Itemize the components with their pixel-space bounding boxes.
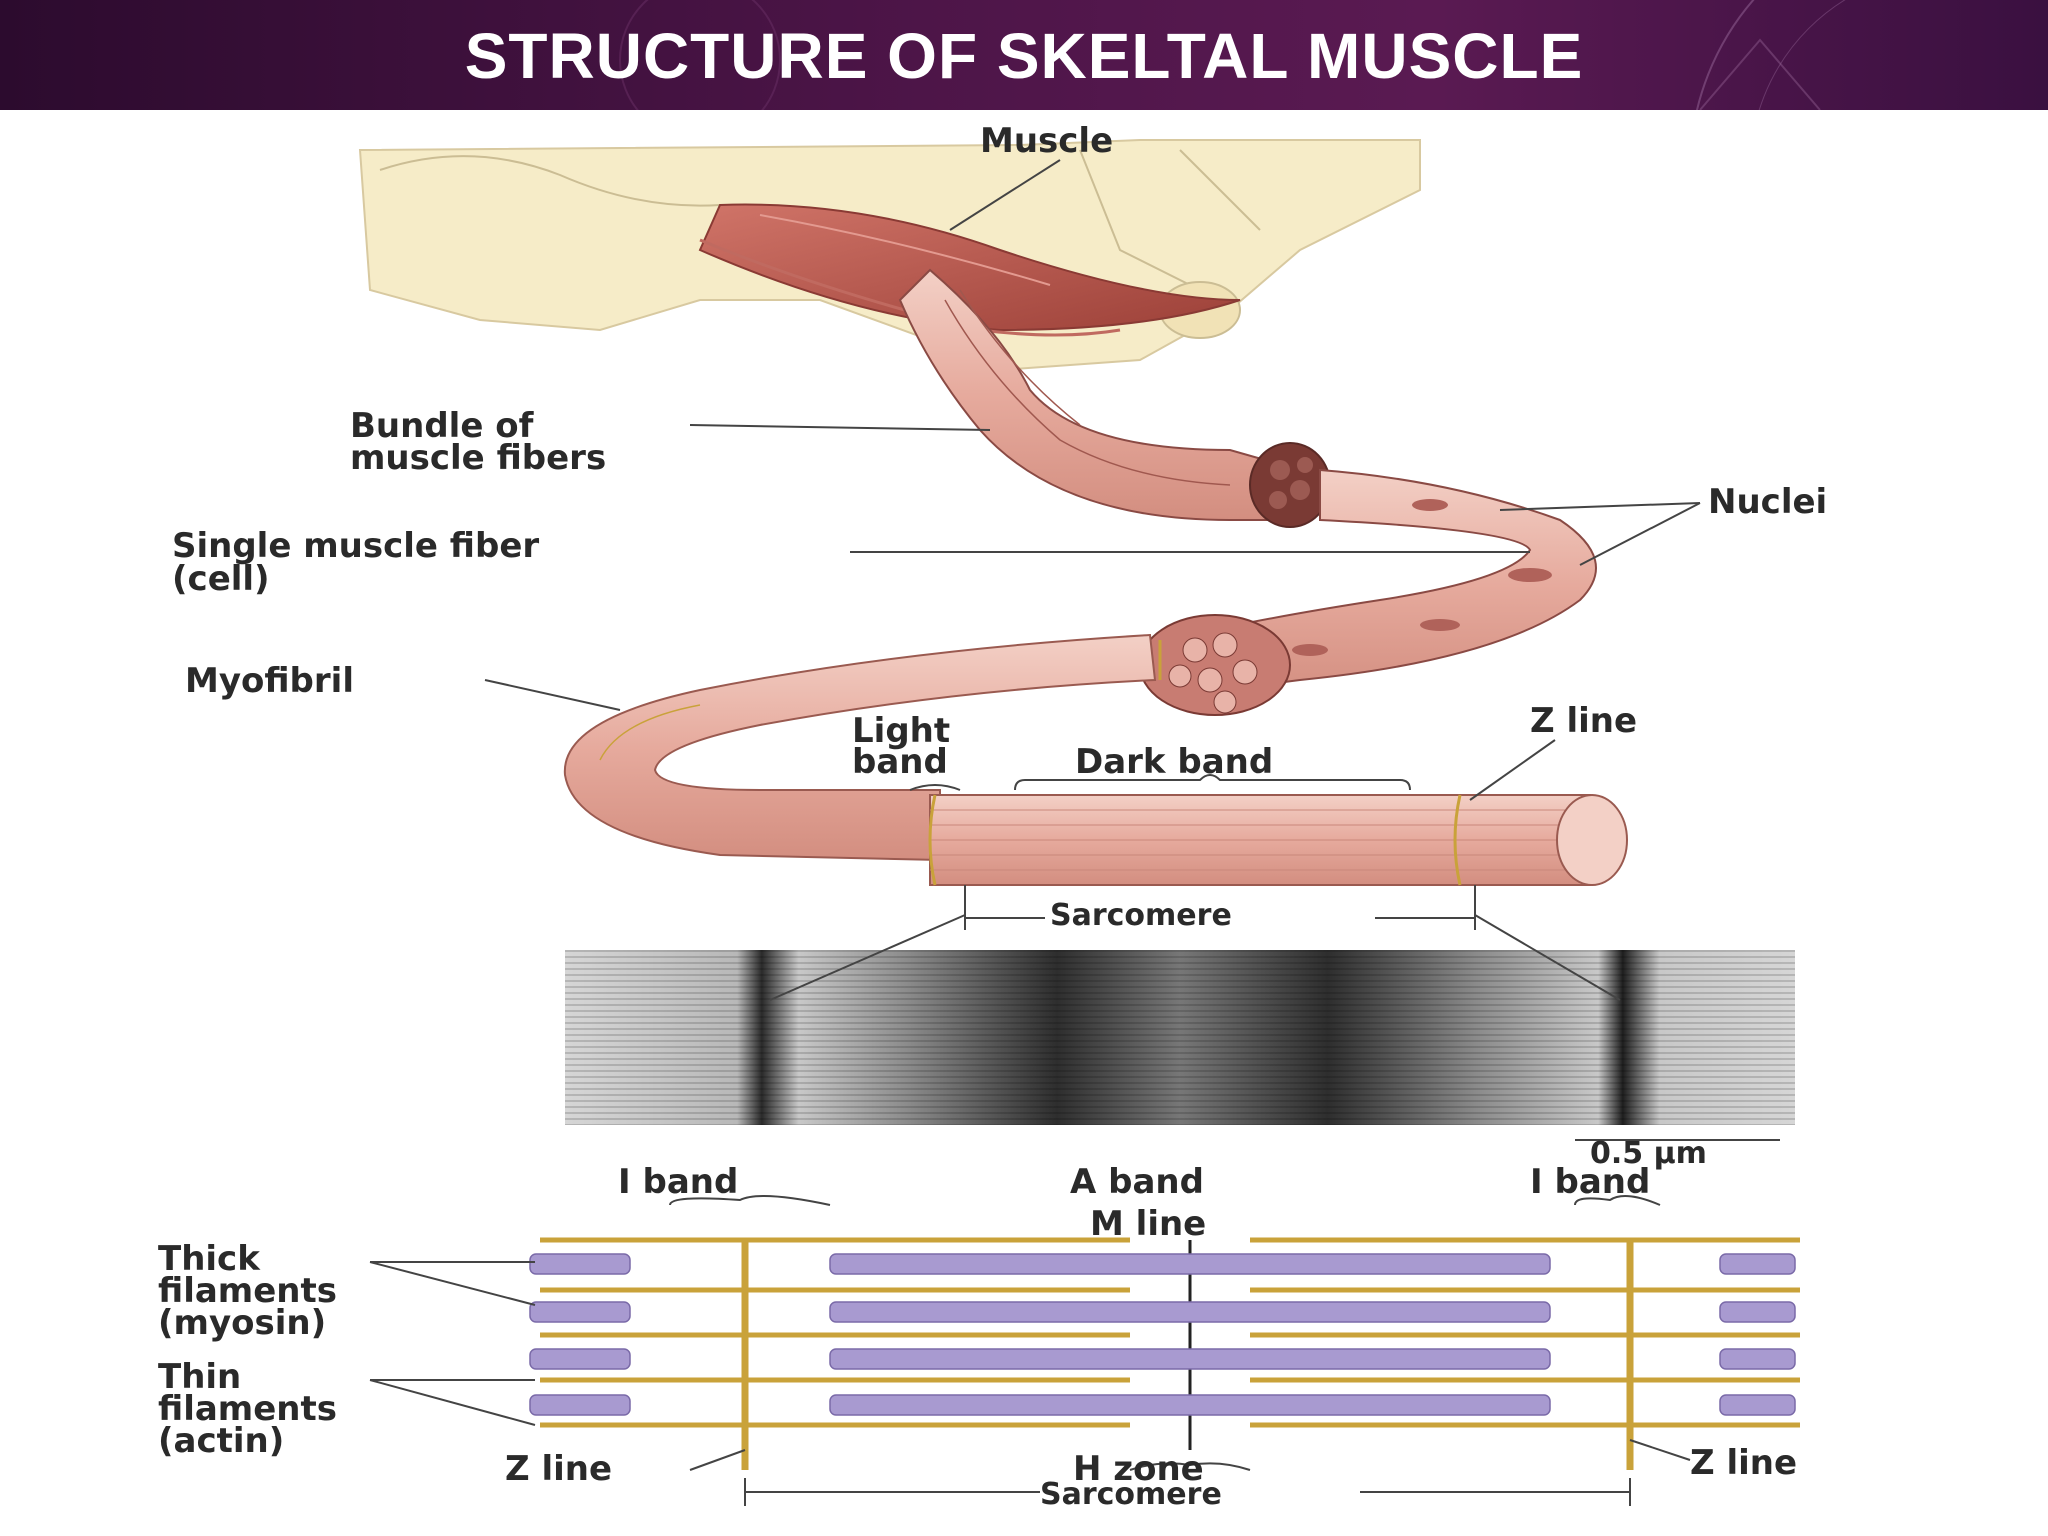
label-bundle-line2: muscle fibers <box>350 438 606 478</box>
electron-micrograph <box>565 950 1795 1125</box>
title-banner: STRUCTURE OF SKELTAL MUSCLE <box>0 0 2048 110</box>
label-scale-bar: 0.5 µm <box>1590 1136 1707 1171</box>
diagram-labels: Muscle Bundle of muscle fibers Nuclei Si… <box>158 121 1827 1512</box>
slide-title: STRUCTURE OF SKELTAL MUSCLE <box>464 20 1584 92</box>
single-fiber <box>1139 468 1597 716</box>
leader-lines <box>369 159 1780 1506</box>
label-single-fiber-line1: Single muscle fiber <box>172 526 539 566</box>
label-thin-line1: Thin <box>158 1357 241 1397</box>
label-nuclei: Nuclei <box>1708 482 1827 522</box>
banner-decoration <box>619 0 1846 110</box>
label-dark-band: Dark band <box>1075 742 1273 782</box>
label-thick-line1: Thick <box>158 1239 261 1279</box>
fiber-bundle <box>898 268 1331 528</box>
label-i-band-right: I band <box>1530 1162 1650 1202</box>
label-z-line-right: Z line <box>1690 1443 1797 1483</box>
label-light-band-line1: Light <box>852 711 950 751</box>
label-thin-line3: (actin) <box>158 1421 284 1461</box>
label-light-band-line2: band <box>852 742 948 782</box>
label-h-zone: H zone <box>1073 1449 1204 1489</box>
label-sarcomere-top: Sarcomere <box>1050 898 1232 933</box>
label-i-band-left: I band <box>618 1162 738 1202</box>
label-z-line-left: Z line <box>505 1449 612 1489</box>
label-single-fiber-line2: (cell) <box>172 559 270 599</box>
label-a-band: A band <box>1070 1162 1204 1202</box>
label-bundle-line1: Bundle of <box>350 406 535 446</box>
label-myofibril: Myofibril <box>185 661 354 701</box>
filament-schematic <box>529 1237 1800 1470</box>
label-muscle: Muscle <box>980 121 1113 161</box>
muscle-structure-diagram: Muscle Bundle of muscle fibers Nuclei Si… <box>158 121 1827 1512</box>
label-thin-line2: filaments <box>158 1389 337 1429</box>
label-z-line-top: Z line <box>1530 701 1637 741</box>
myofibril-cylinder <box>928 794 1628 886</box>
label-thick-line3: (myosin) <box>158 1303 326 1343</box>
label-sarcomere-bottom: Sarcomere <box>1040 1477 1222 1512</box>
label-thick-line2: filaments <box>158 1271 337 1311</box>
myofibril <box>563 633 1162 862</box>
label-m-line: M line <box>1090 1204 1206 1244</box>
